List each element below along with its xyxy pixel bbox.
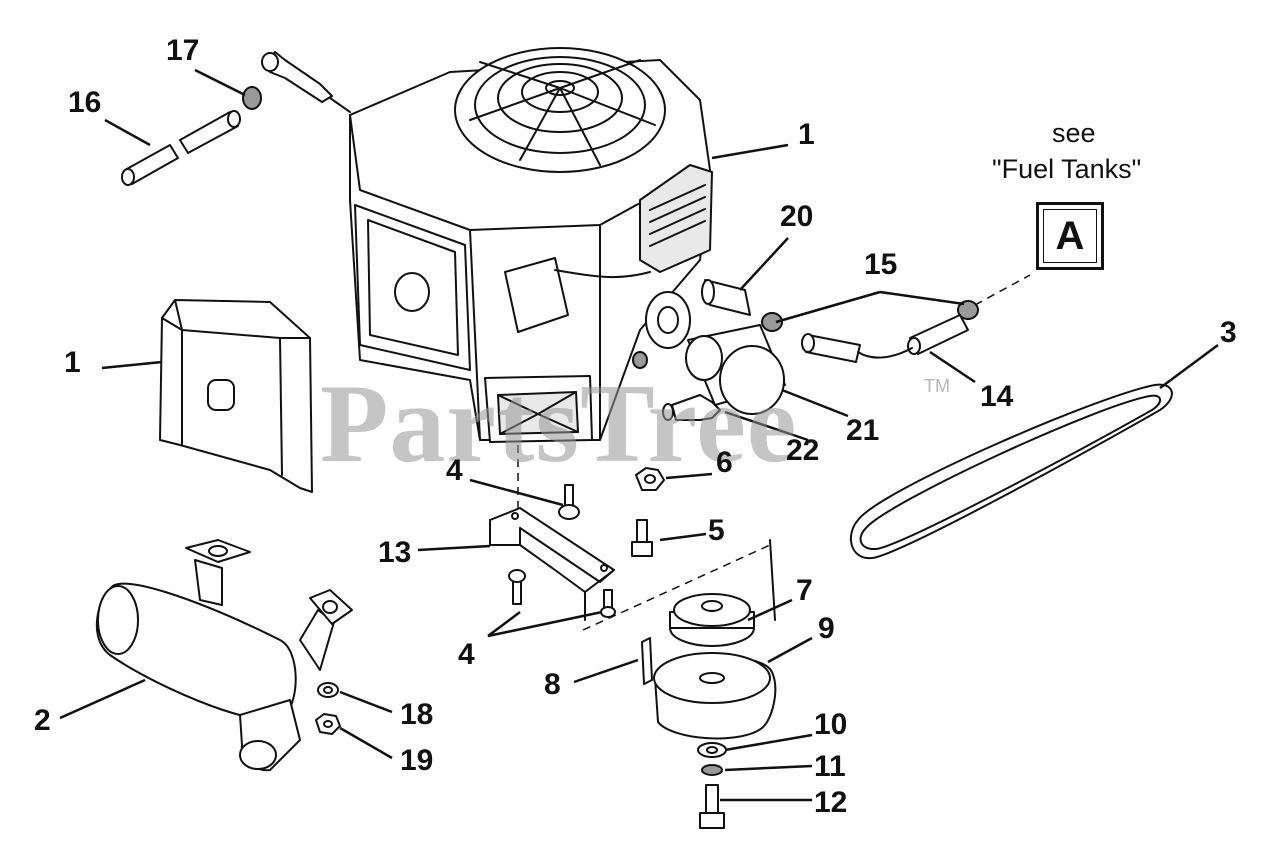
callout-12[interactable]: 12 xyxy=(814,786,848,819)
nut-6-part[interactable] xyxy=(635,467,665,491)
watermark: PartsTree xyxy=(320,362,798,486)
washer-18-part[interactable] xyxy=(317,682,339,698)
callout-14[interactable]: 14 xyxy=(980,380,1014,413)
screw-4-upper-part[interactable] xyxy=(558,484,580,520)
callout-8[interactable]: 8 xyxy=(544,668,561,701)
callout-17[interactable]: 17 xyxy=(166,34,200,67)
pulley-7-part[interactable] xyxy=(669,593,755,647)
drive-belt-3-part[interactable] xyxy=(849,383,1173,560)
guide-line-pulley-plane xyxy=(582,544,771,631)
blower-housing-part[interactable] xyxy=(159,299,313,493)
callout-1-engine[interactable]: 1 xyxy=(798,118,815,151)
nut-19-part[interactable] xyxy=(315,713,341,735)
callout-20[interactable]: 20 xyxy=(780,200,814,233)
callout-16[interactable]: 16 xyxy=(68,86,102,119)
callout-4-lower[interactable]: 4 xyxy=(458,638,475,671)
callout-4-upper[interactable]: 4 xyxy=(446,454,463,487)
callout-22[interactable]: 22 xyxy=(786,434,820,467)
reference-note-see: see xyxy=(1052,118,1096,148)
oil-filter-21-part[interactable] xyxy=(685,324,786,415)
callout-19[interactable]: 19 xyxy=(400,744,434,777)
key-8-part[interactable] xyxy=(641,637,653,685)
leader-lines xyxy=(59,68,1219,802)
guide-line-fuel-ref xyxy=(974,274,1031,306)
callout-6[interactable]: 6 xyxy=(716,446,733,479)
callout-1-shroud[interactable]: 1 xyxy=(64,346,81,379)
watermark-trademark: TM xyxy=(924,376,950,396)
callout-10[interactable]: 10 xyxy=(814,708,848,741)
bolt-5-part[interactable] xyxy=(631,519,653,557)
drain-fitting-22-part[interactable] xyxy=(662,394,721,421)
guard-9-part[interactable] xyxy=(653,652,777,740)
callout-15[interactable]: 15 xyxy=(864,248,898,281)
fuel-hose-16-part[interactable] xyxy=(121,110,241,186)
muffler-part[interactable] xyxy=(95,539,353,772)
callout-13[interactable]: 13 xyxy=(378,536,412,569)
fuel-hose-14-part[interactable] xyxy=(801,314,969,363)
washer-10-part[interactable] xyxy=(697,742,727,758)
pulley-plane-edge xyxy=(769,539,776,621)
hose-clamp-15-part[interactable] xyxy=(761,300,979,332)
reference-box-letter: A xyxy=(1043,209,1097,263)
callout-11[interactable]: 11 xyxy=(814,750,846,783)
hose-clamp-17-part[interactable] xyxy=(242,51,333,110)
callout-2[interactable]: 2 xyxy=(34,704,51,737)
fuel-filter-20-part[interactable] xyxy=(701,279,751,316)
callout-21[interactable]: 21 xyxy=(846,414,880,447)
callout-7[interactable]: 7 xyxy=(796,574,813,607)
engine-part[interactable] xyxy=(349,47,713,443)
bracket-13-part[interactable] xyxy=(489,507,615,621)
reference-note-fuel-tanks[interactable]: "Fuel Tanks" xyxy=(992,154,1142,184)
callout-3[interactable]: 3 xyxy=(1220,316,1237,349)
lock-washer-11-part[interactable] xyxy=(701,764,723,776)
callout-9[interactable]: 9 xyxy=(818,612,835,645)
callout-18[interactable]: 18 xyxy=(400,698,434,731)
reference-box-a[interactable]: A xyxy=(1036,202,1104,270)
callout-5[interactable]: 5 xyxy=(708,514,725,547)
bolt-12-part[interactable] xyxy=(699,784,725,829)
hose-connector-line xyxy=(329,97,351,113)
